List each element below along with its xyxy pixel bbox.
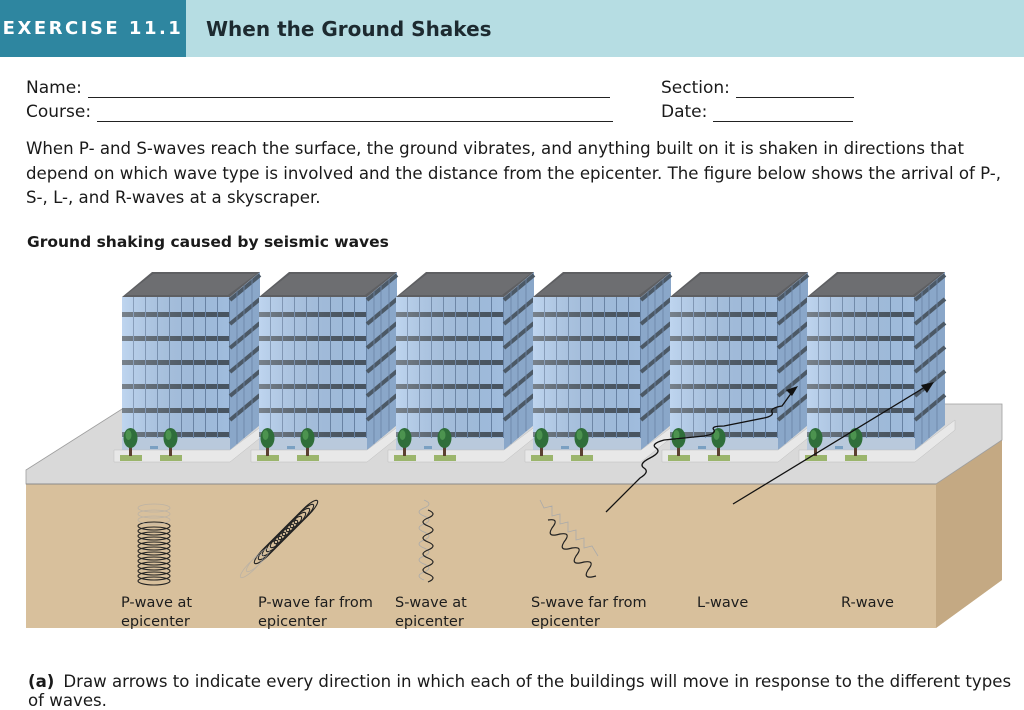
section-line[interactable] <box>735 79 854 98</box>
l-wave-arrow <box>605 387 796 513</box>
building-p-epicenter <box>112 270 272 464</box>
name-line[interactable] <box>87 79 610 98</box>
s-wave-epicenter <box>418 499 434 583</box>
course-label: Course: <box>26 102 92 122</box>
course-field[interactable]: Course: <box>26 102 614 122</box>
question-text: Draw arrows to indicate every direction … <box>28 672 1012 710</box>
question-marker: (a) <box>28 672 55 691</box>
building-p-far <box>249 270 409 464</box>
building-s-epicenter <box>386 270 546 464</box>
building-l-wave <box>660 270 820 464</box>
figure-title: Ground shaking caused by seismic waves <box>27 233 389 251</box>
building-s-far <box>523 270 683 464</box>
course-line[interactable] <box>97 103 614 122</box>
p-wave-far-coil <box>253 499 319 565</box>
date-field[interactable]: Date: <box>661 102 854 122</box>
section-label: Section: <box>661 78 730 98</box>
exercise-title: When the Ground Shakes <box>206 16 492 41</box>
name-label: Name: <box>26 78 82 98</box>
l-wave-arrowhead <box>786 386 798 396</box>
p-wave-epicenter-coil <box>137 521 171 586</box>
date-line[interactable] <box>713 103 854 122</box>
date-label: Date: <box>661 102 708 122</box>
name-field[interactable]: Name: <box>26 78 610 98</box>
building-r-wave <box>797 270 957 464</box>
section-field[interactable]: Section: <box>661 78 854 98</box>
s-wave-far <box>539 499 599 578</box>
label-l-wave: L-wave <box>697 595 749 611</box>
question-a: (a)Draw arrows to indicate every directi… <box>28 672 1024 710</box>
exercise-header: EXERCISE 11.1 When the Ground Shakes <box>0 0 1024 57</box>
r-wave-arrowhead <box>921 382 934 393</box>
label-r-wave: R-wave <box>841 595 894 611</box>
exercise-number: EXERCISE 11.1 <box>0 0 186 57</box>
intro-paragraph: When P- and S-waves reach the surface, t… <box>26 139 1002 207</box>
r-wave-arrow <box>732 383 931 505</box>
